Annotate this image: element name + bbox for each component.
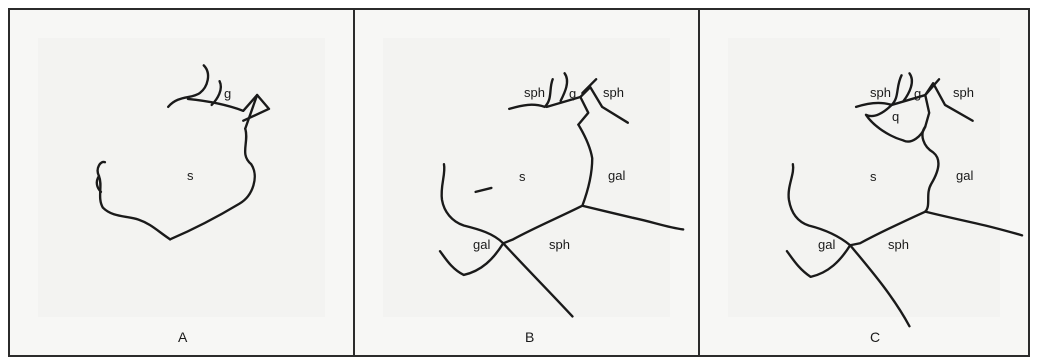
panel-c-background — [728, 38, 1000, 317]
boundary-line — [186, 93, 271, 122]
panel-a: g s A — [8, 8, 355, 357]
panel-b-background — [383, 38, 670, 317]
boundary-line — [921, 125, 940, 213]
label-grain-sph-right: sph — [603, 85, 624, 100]
panel-c: sph g sph q s gal gal sph C — [698, 8, 1030, 357]
boundary-line — [559, 72, 569, 103]
label-grain-sph-center: sph — [888, 237, 909, 252]
label-grain-sph-center: sph — [549, 237, 570, 252]
boundary-line — [890, 82, 974, 122]
boundary-line — [787, 163, 852, 247]
boundary-line — [502, 242, 574, 318]
panel-a-boundaries — [95, 64, 271, 241]
boundary-line — [864, 93, 931, 143]
label-grain-gal-right: gal — [956, 168, 974, 183]
boundary-line — [502, 204, 584, 245]
panel-c-boundaries — [785, 72, 1024, 328]
panel-b-caption: B — [525, 329, 535, 345]
label-grain-s: s — [519, 169, 526, 184]
boundary-line — [96, 160, 172, 241]
label-grain-gal-left: gal — [818, 237, 836, 252]
label-grain-g: g — [569, 86, 577, 101]
label-grain-g: g — [224, 86, 232, 101]
boundary-line — [902, 72, 914, 103]
boundary-line — [95, 174, 103, 194]
boundary-line — [166, 64, 210, 109]
boundary-line — [474, 186, 493, 194]
label-grain-g: g — [914, 86, 922, 101]
label-grain-gal-left: gal — [473, 237, 491, 252]
boundary-line — [924, 78, 941, 97]
label-grain-s: s — [187, 168, 194, 183]
label-grain-q: q — [892, 109, 900, 124]
panel-b: sph g sph s gal gal sph B — [353, 8, 700, 357]
boundary-line — [210, 79, 223, 107]
boundary-line — [577, 123, 594, 207]
boundary-line — [508, 78, 554, 111]
boundary-line — [168, 127, 256, 241]
boundary-line — [785, 244, 852, 279]
boundary-line — [244, 93, 259, 130]
boundary-line — [545, 85, 630, 124]
boundary-line — [440, 163, 505, 245]
panel-c-caption: C — [870, 329, 881, 345]
boundary-line — [581, 78, 598, 95]
panel-a-caption: A — [178, 329, 188, 345]
label-grain-sph-right: sph — [953, 85, 974, 100]
panel-b-boundaries — [438, 72, 685, 318]
label-grain-gal-right: gal — [608, 168, 626, 183]
boundary-line — [848, 210, 927, 247]
boundary-line — [848, 244, 911, 328]
panel-a-background — [38, 38, 325, 317]
boundary-line — [438, 242, 505, 277]
label-grain-sph-left: sph — [524, 85, 545, 100]
boundary-line — [577, 95, 590, 126]
boundary-line — [581, 204, 685, 231]
label-grain-sph-left: sph — [870, 85, 891, 100]
boundary-line — [924, 210, 1024, 237]
label-grain-s: s — [870, 169, 877, 184]
